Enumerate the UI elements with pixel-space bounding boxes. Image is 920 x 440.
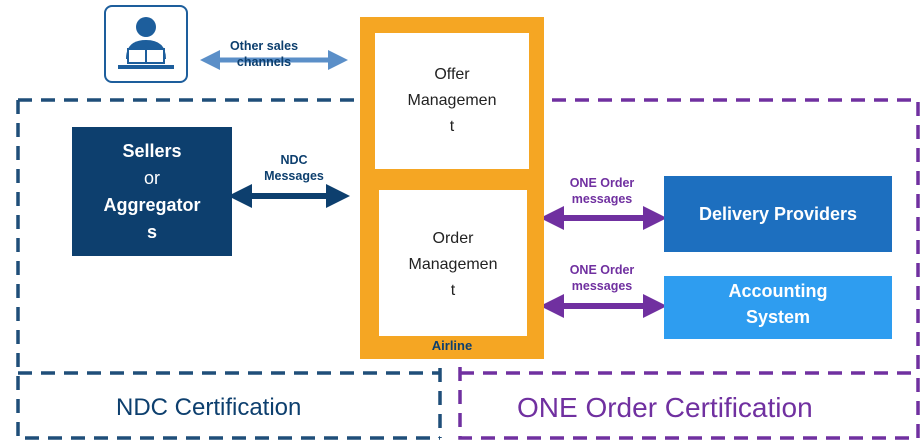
other-sales-label: Other sales channels [229,39,299,69]
one-order-label-1: ONE Order messages [569,176,635,206]
offer-line3: t [449,118,455,135]
accounting-line1: Accounting [728,280,828,301]
one-order-label-2: ONE Order messages [569,263,635,293]
offer-line1: Offer [434,66,470,83]
order-line3: t [450,282,456,299]
delivery-label: Delivery Providers [698,203,858,224]
sellers-line1: Sellers [122,140,182,161]
accounting-line2: System [745,306,811,327]
delivery-providers-box: Delivery Providers [664,176,892,252]
offer-management-box: Offer Managemen t [375,33,529,169]
airline-label: Airline [431,338,473,353]
offer-line2: Managemen [407,92,497,109]
order-line2: Managemen [408,256,498,273]
sellers-line3: Aggregator [103,194,201,215]
accounting-system-box: Accounting System [664,276,892,339]
ndc-certification-label: NDC Certification [116,394,302,421]
sellers-box: Sellers or Aggregator s [72,127,232,256]
order-management-box: Order Managemen t [379,190,527,336]
sellers-line2: or [143,167,160,188]
ndc-messages-label: NDC Messages [264,153,324,183]
person-reading-icon [104,5,188,83]
one-order-certification-label: ONE Order Certification [517,392,813,423]
sellers-line4: s [146,221,157,242]
order-line1: Order [432,230,474,247]
